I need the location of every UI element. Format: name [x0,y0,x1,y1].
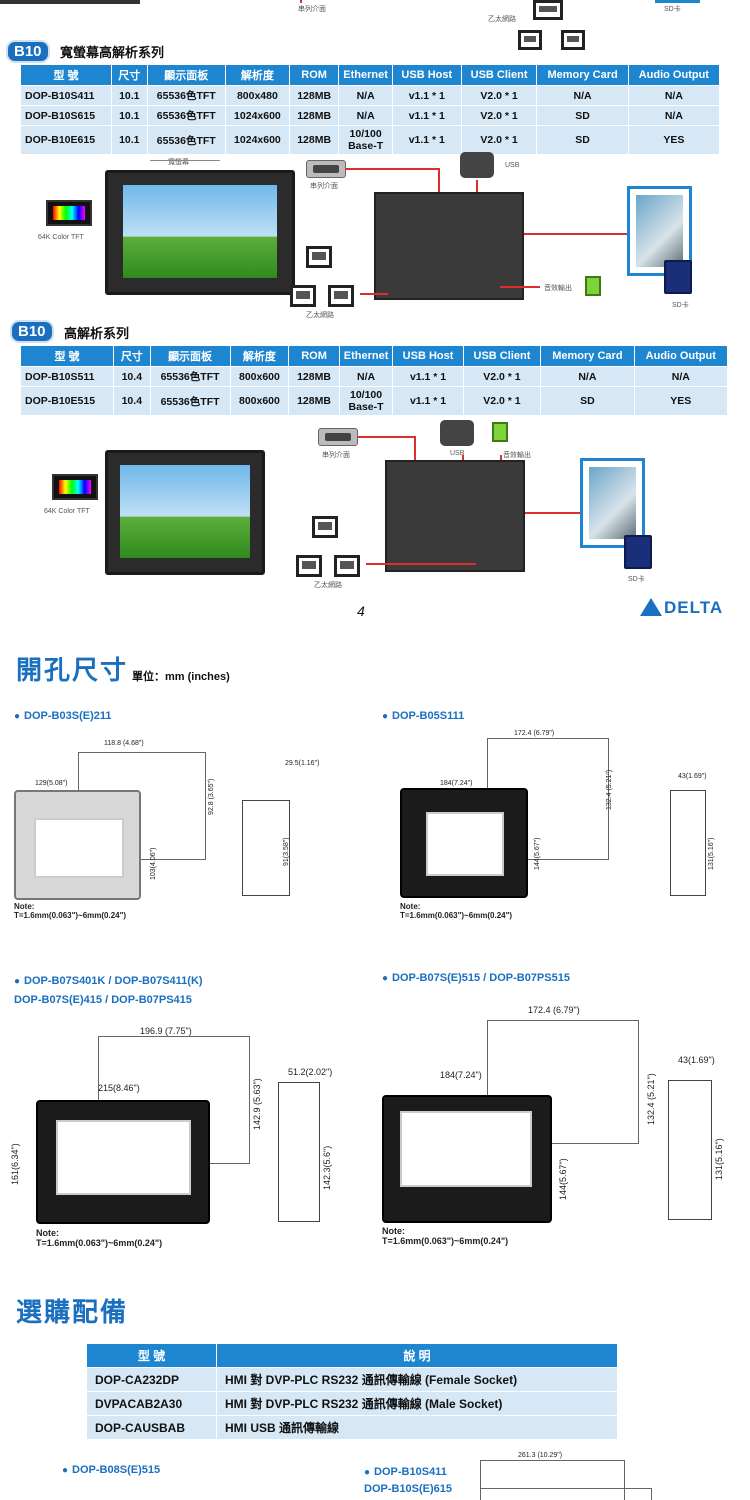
monitor-icon-5 [296,555,322,577]
col-panel: 顯示面板 [146,64,226,86]
monitor-icon-4 [312,516,338,538]
widescreen-arrow [150,160,220,161]
page-number: 4 [357,603,365,619]
sd-card-icon-2 [624,535,652,569]
monitor-icon [306,246,332,268]
device-front-view [382,1095,552,1223]
monitor-icon-3 [328,285,354,307]
col-model: 型 號 [20,64,112,86]
audio-label-2: 音效輸出 [503,452,531,459]
section1-title: 寬螢幕高解析系列 [60,45,165,60]
top-monitor-icon-3 [561,30,585,50]
ethernet-label-2: 乙太網路 [314,582,342,589]
serial-label: 串列介面 [310,183,338,190]
cutout-title: 開孔尺寸 [16,655,129,685]
col-size: 尺寸 [110,64,148,86]
section1-spec-table: 型 號 尺寸 顯示面板 解析度 ROM Ethernet USB Host US… [20,64,721,155]
device-side-view [278,1082,320,1222]
col-resolution: 解析度 [224,64,290,86]
bottom-right-model-label: DOP-B10S411 DOP-B10S(E)615 [364,1464,452,1497]
top-fragment: 串列介面 乙太網路 SD卡 [0,0,750,50]
note-text: Note: T=1.6mm(0.063")~6mm(0.24") [36,1228,163,1248]
serial-port-icon-2 [318,428,358,446]
usb-icon [460,152,494,178]
sd-label: SD卡 [672,302,689,309]
monitor-icon-6 [334,555,360,577]
table-row: DOP-B10S615 10.1 65536色TFT 1024x600 128M… [20,105,721,126]
model-label: DOP-B05S111 [382,710,464,722]
top-sd-label: SD卡 [664,6,681,13]
usb-label: USB [505,162,520,169]
section2-spec-table: 型 號 尺寸 顯示面板 解析度 ROM Ethernet USB Host US… [19,345,729,416]
widescreen-label: 寬螢幕 [168,159,189,166]
top-serial-label: 串列介面 [298,6,326,13]
table-row: DOP-CAUSBAB HMI USB 通訊傳輸線 [86,1415,618,1440]
table-row: DOP-B10S511 10.4 65536色TFT 800x600 128MB… [19,366,729,387]
section2-title: 高解析系列 [64,326,130,341]
col-audio-output: Audio Output [627,64,721,86]
device-front-view [400,788,528,898]
speaker-icon-2 [492,422,508,442]
bottom-left-model-label: DOP-B08S(E)515 [62,1464,160,1476]
col-usb-client: USB Client [460,64,538,86]
sd-label-2: SD卡 [628,576,645,583]
model-label: DOP-B03S(E)211 [14,710,111,722]
usb-icon-2 [440,420,474,446]
note-text: Note: T=1.6mm(0.063")~6mm(0.24") [400,902,513,920]
hmi-device [105,450,265,575]
device-side-view [668,1080,712,1220]
model-label: DOP-B07S(E)515 / DOP-B07PS515 [382,972,570,984]
section1-badge: B10 [6,40,50,63]
table-row: DOP-CA232DP HMI 對 DVP-PLC RS232 通訊傳輸線 (F… [86,1367,618,1392]
note-text: Note: T=1.6mm(0.063")~6mm(0.24") [14,902,127,920]
top-monitor-icon [533,0,563,20]
serial-port-icon [306,160,346,178]
ethernet-label: 乙太網路 [306,312,334,319]
bottom-dim: 261.3 (10.29") [518,1452,563,1459]
audio-label: 音效輸出 [544,285,572,292]
tft-label-2: 64K Color TFT [44,508,90,515]
tft-label: 64K Color TFT [38,234,84,241]
table-row: DVPACAB2A30 HMI 對 DVP-PLC RS232 通訊傳輸線 (M… [86,1391,618,1416]
cutout-unit: 單位：mm (inches) [132,671,230,683]
accessories-table: 型 號 說 明 DOP-CA232DP HMI 對 DVP-PLC RS232 … [86,1343,618,1440]
table-row: DOP-B10E515 10.4 65536色TFT 800x600 128MB… [19,386,729,416]
col-usb-host: USB Host [391,64,462,86]
col-ethernet: Ethernet [338,64,393,86]
device-side-view [670,790,706,896]
note-text: Note: T=1.6mm(0.063")~6mm(0.24") [382,1226,509,1246]
accessories-title: 選購配備 [16,1297,129,1327]
hmi-back-panel-2 [385,460,525,572]
sd-card-icon [664,260,692,294]
device-side-view [242,800,290,896]
hmi-widescreen-device [105,170,295,295]
table-row: DOP-B10E615 10.1 65536色TFT 1024x600 128M… [20,125,721,155]
sd-slot-photo-2 [580,458,645,548]
col-rom: ROM [288,64,340,86]
sd-slot-photo [627,186,692,276]
delta-logo-icon [640,598,662,616]
serial-label-2: 串列介面 [322,452,350,459]
col-memory-card: Memory Card [536,64,629,86]
monitor-icon-2 [290,285,316,307]
hmi-back-panel [374,192,524,300]
brand-logo: DELTA [664,598,724,617]
usb-label-2: USB [450,450,465,457]
top-ethernet-label: 乙太網路 [488,16,516,23]
tft-chip-icon [46,200,92,226]
tft-chip-icon-2 [52,474,98,500]
top-monitor-icon-2 [518,30,542,50]
device-front-view [14,790,141,900]
model-label: DOP-B07S401K / DOP-B07S411(K) DOP-B07S(E… [14,972,203,1009]
table-row: DOP-B10S411 10.1 65536色TFT 800x480 128MB… [20,85,721,106]
device-front-view [36,1100,210,1224]
speaker-icon [585,276,601,296]
section2-badge: B10 [10,320,54,343]
